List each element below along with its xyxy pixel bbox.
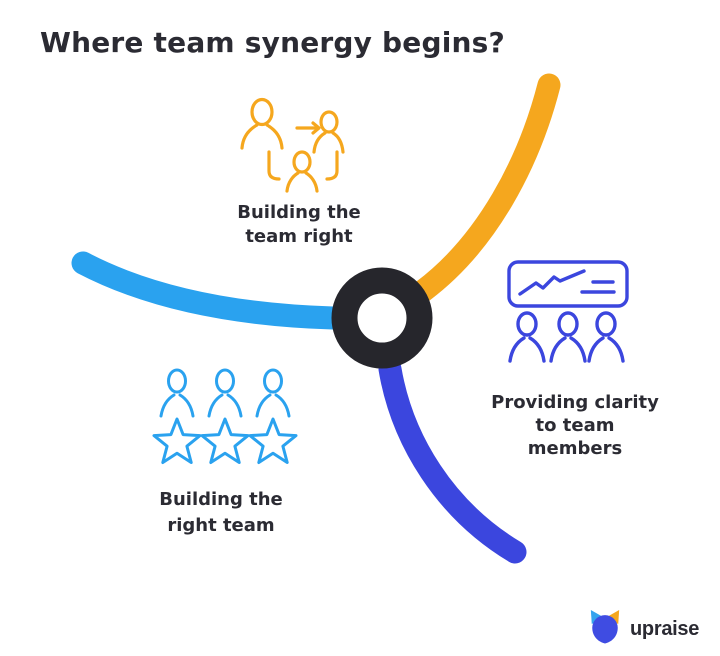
logo-head	[592, 615, 618, 644]
label-building-the-team-right: Building the team right	[237, 202, 361, 247]
logo-right-ear	[606, 609, 620, 625]
brand-logo: upraise	[588, 606, 699, 646]
branch-indigo	[378, 357, 527, 564]
logo-left-ear	[590, 609, 604, 625]
hub-ring	[331, 267, 433, 369]
upraise-logo-mark	[590, 609, 620, 644]
team-add-icon	[240, 97, 345, 193]
branch-light-blue	[71, 251, 345, 330]
team-stars-icon	[152, 368, 298, 464]
team-add-icon-strokes	[240, 97, 345, 193]
label-building-the-right-team: Building the right team	[159, 489, 283, 536]
presentation-chart-icon-strokes	[507, 260, 629, 363]
brand-name: upraise	[630, 617, 700, 640]
branch-yellow	[411, 73, 561, 303]
page-title: Where team synergy begins?	[40, 26, 505, 59]
label-providing-clarity: Providing clarity to team members	[491, 392, 659, 459]
team-stars-icon-strokes	[152, 368, 298, 464]
presentation-chart-icon	[507, 260, 629, 363]
